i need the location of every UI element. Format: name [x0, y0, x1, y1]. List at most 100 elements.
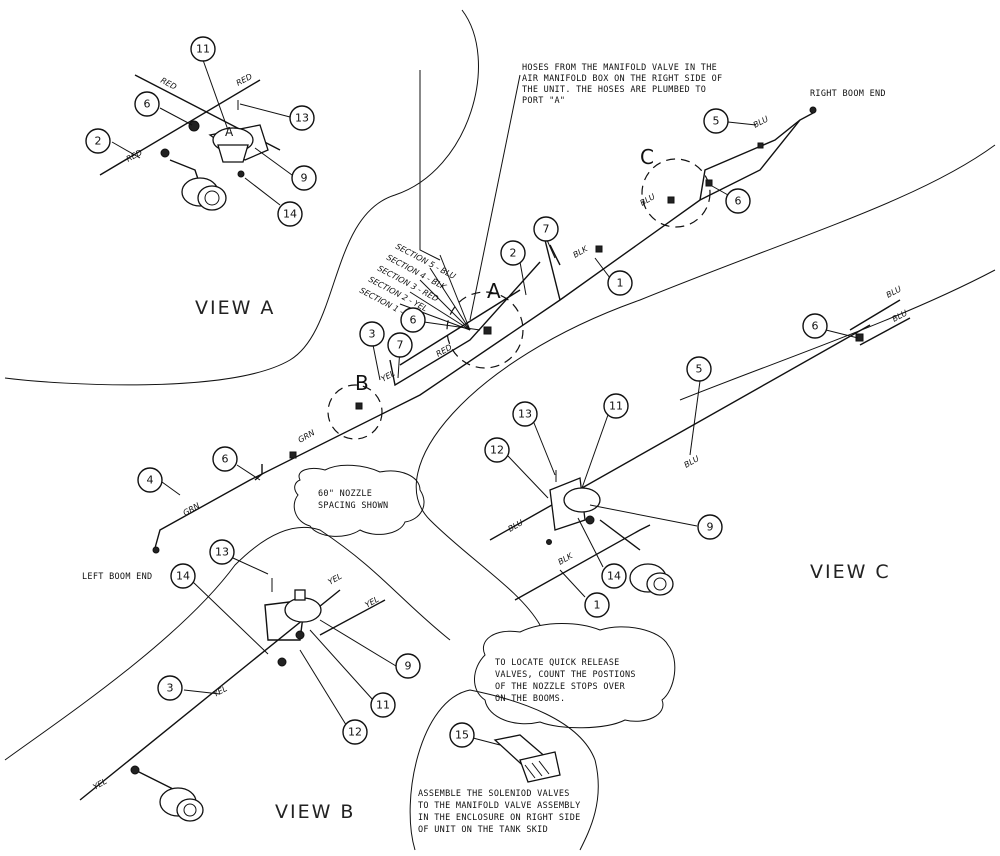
view-a-boundary [4, 9, 479, 386]
balloon-m2: 2 [500, 240, 526, 266]
view-b-solenoid [159, 787, 204, 822]
svg-text:SPACING SHOWN: SPACING SHOWN [318, 501, 388, 511]
view-b-boundary [4, 526, 451, 761]
balloon-m5: 5 [703, 108, 729, 134]
callout-b-circle [327, 384, 383, 440]
manifold-valve-part [493, 734, 561, 783]
balloon-c14: 14 [601, 563, 627, 589]
balloon-m7: 7 [533, 216, 559, 242]
svg-text:14: 14 [283, 208, 297, 221]
tag-c-blu-2: BLU [891, 308, 909, 323]
balloon-m4: 4 [137, 467, 163, 493]
assemble-note-cloud [409, 689, 599, 851]
svg-text:3: 3 [167, 682, 174, 695]
balloon-a9: 9 [291, 165, 317, 191]
view-c-boundary [415, 144, 996, 626]
balloon-c1: 1 [584, 592, 610, 618]
tag-grn-left: GRN [182, 501, 202, 518]
svg-text:7: 7 [397, 339, 404, 352]
svg-text:13: 13 [295, 112, 309, 125]
view-a-solenoid [181, 177, 227, 211]
tag-c-blu-4: BLU [507, 518, 525, 534]
locate-note: TO LOCATE QUICK RELEASE VALVES, COUNT TH… [495, 658, 636, 704]
svg-text:4: 4 [147, 474, 154, 487]
svg-text:13: 13 [518, 408, 532, 421]
svg-text:6: 6 [735, 195, 742, 208]
svg-text:VALVES, COUNT THE POSTIONS: VALVES, COUNT THE POSTIONS [495, 670, 636, 680]
balloon-c11: 11 [603, 393, 629, 419]
svg-text:14: 14 [607, 570, 621, 583]
svg-text:HOSES FROM THE MANIFOLD VALVE: HOSES FROM THE MANIFOLD VALVE IN THE [522, 63, 717, 73]
balloon-m6c: 6 [400, 307, 426, 333]
view-c-solenoid [629, 563, 674, 596]
balloon-b14: 14 [170, 563, 196, 589]
tag-b-yel-3: YEL [212, 684, 229, 699]
tag-blu-top: BLU [752, 114, 770, 129]
balloon-c9: 9 [697, 514, 723, 540]
view-c-title: VIEW C [810, 561, 891, 583]
svg-text:2: 2 [95, 135, 102, 148]
svg-text:6: 6 [144, 98, 151, 111]
view-c-detail [489, 299, 911, 601]
svg-text:TO THE MANIFOLD VALVE ASSEMBLY: TO THE MANIFOLD VALVE ASSEMBLY [418, 801, 581, 811]
right-boom-end-label: RIGHT BOOM END [810, 89, 886, 99]
svg-text:12: 12 [348, 726, 362, 739]
balloon-b12: 12 [342, 719, 368, 745]
callout-c-label: C [640, 145, 654, 169]
view-b-detail [79, 578, 386, 822]
spacing-note-cloud [293, 464, 425, 537]
svg-text:14: 14 [176, 570, 190, 583]
svg-text:6: 6 [222, 453, 229, 466]
balloon-a6: 6 [134, 91, 160, 117]
svg-text:IN THE ENCLOSURE ON RIGHT SIDE: IN THE ENCLOSURE ON RIGHT SIDE [418, 813, 581, 823]
left-boom-end-label: LEFT BOOM END [82, 572, 152, 582]
balloon-m6r: 6 [725, 188, 751, 214]
svg-text:ASSEMBLE THE SOLENIOD VALVES: ASSEMBLE THE SOLENIOD VALVES [418, 789, 570, 799]
svg-text:9: 9 [707, 521, 714, 534]
svg-text:15: 15 [455, 729, 469, 742]
svg-text:11: 11 [609, 400, 623, 413]
balloon-b11: 11 [370, 692, 396, 718]
svg-text:11: 11 [376, 699, 390, 712]
tag-blu-c: BLU [639, 192, 657, 208]
svg-text:6: 6 [812, 320, 819, 333]
hoses-note: HOSES FROM THE MANIFOLD VALVE IN THE AIR… [522, 63, 722, 106]
svg-text:TO LOCATE QUICK RELEASE: TO LOCATE QUICK RELEASE [495, 658, 620, 668]
balloon-m7b: 7 [387, 332, 413, 358]
view-a-title: VIEW A [195, 297, 275, 319]
svg-text:OF UNIT ON THE TANK SKID: OF UNIT ON THE TANK SKID [418, 825, 548, 835]
svg-text:OF THE NOZZLE STOPS OVER: OF THE NOZZLE STOPS OVER [495, 682, 626, 692]
balloon-b13: 13 [209, 539, 235, 565]
balloon-p15: 15 [449, 722, 475, 748]
balloon-m3: 3 [359, 321, 385, 347]
balloon-c6: 6 [802, 313, 828, 339]
balloon-a14: 14 [277, 201, 303, 227]
svg-text:13: 13 [215, 546, 229, 559]
tag-b-yel-1: YEL [327, 572, 344, 587]
callout-b-label: B [355, 371, 369, 395]
svg-text:PORT "A": PORT "A" [522, 96, 565, 106]
view-b-title: VIEW B [275, 801, 355, 823]
balloon-c5: 5 [686, 356, 712, 382]
balloon-c12: 12 [484, 437, 510, 463]
view-a-valve-letter: A [225, 125, 234, 139]
svg-text:9: 9 [301, 172, 308, 185]
tag-blk-main: BLK [572, 244, 590, 260]
spacing-note: 60" NOZZLE SPACING SHOWN [318, 489, 388, 511]
balloon-b3: 3 [157, 675, 183, 701]
svg-text:3: 3 [369, 328, 376, 341]
tag-c-blu-1: BLU [885, 284, 903, 299]
callout-a-label: A [487, 279, 501, 303]
svg-text:2: 2 [510, 247, 517, 260]
balloon-m1: 1 [607, 270, 633, 296]
boom-fittings [152, 106, 817, 554]
svg-text:AIR MANIFOLD BOX ON THE RIGHT: AIR MANIFOLD BOX ON THE RIGHT SIDE OF [522, 74, 722, 84]
svg-text:5: 5 [696, 363, 703, 376]
balloon-a13: 13 [289, 105, 315, 131]
svg-text:12: 12 [490, 444, 504, 457]
section-hoses [399, 70, 521, 331]
callout-a-circle [446, 291, 524, 369]
boom-upper-edge [679, 269, 996, 401]
svg-text:1: 1 [617, 277, 624, 290]
